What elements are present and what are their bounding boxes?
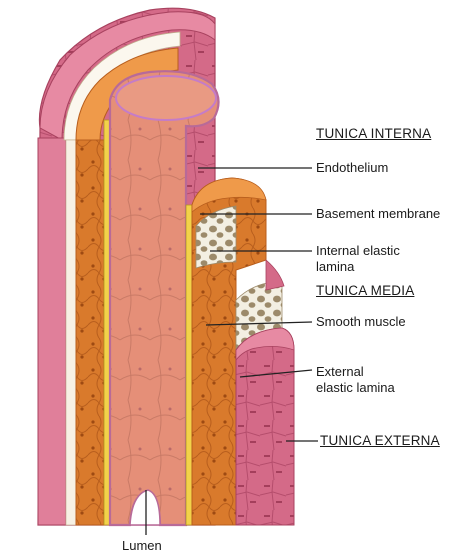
label-endothelium: Endothelium <box>316 160 388 175</box>
label-lumen: Lumen <box>122 538 162 553</box>
label-internal-elastic-line1: Internal elastic <box>316 243 400 258</box>
label-tunica-externa: TUNICA EXTERNA <box>320 433 440 448</box>
tunica-interna-opening <box>116 76 216 120</box>
tunica-externa-cut-face <box>38 138 66 525</box>
label-tunica-interna: TUNICA INTERNA <box>316 126 431 141</box>
basement-membrane-strip <box>186 205 192 525</box>
external-elastic-band <box>66 140 76 525</box>
label-external-elastic-line2: elastic lamina <box>316 380 395 395</box>
label-basement-membrane: Basement membrane <box>316 206 440 221</box>
label-smooth-muscle: Smooth muscle <box>316 314 406 329</box>
label-external-elastic-line1: External <box>316 364 364 379</box>
label-internal-elastic-line2: lamina <box>316 259 354 274</box>
tunica-externa-right <box>236 328 294 525</box>
label-tunica-media: TUNICA MEDIA <box>316 283 414 298</box>
tunica-media-left <box>76 140 104 525</box>
